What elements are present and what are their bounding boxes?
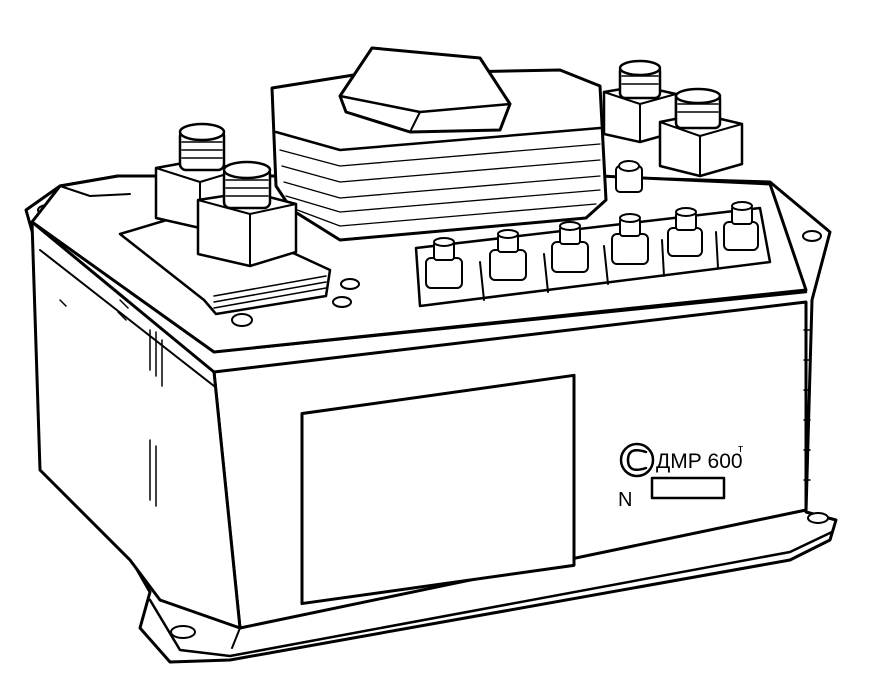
mount-hole-front-right — [807, 512, 829, 524]
terminal-small-4 — [611, 213, 649, 265]
terminal-large-3 — [602, 59, 678, 144]
mount-hole-back-right — [802, 230, 822, 242]
serial-number-field — [650, 476, 726, 500]
nameplate: ДМР 600 т N — [618, 442, 743, 511]
mount-hole-front-left — [170, 625, 196, 639]
terminal-small-6 — [723, 201, 759, 251]
label-window — [300, 373, 576, 606]
terminal-separators — [479, 231, 719, 301]
model-label: ДМР 600 — [656, 450, 743, 473]
coil-cover — [270, 46, 608, 242]
terminal-small-2 — [489, 229, 527, 281]
serial-number-prefix: N — [618, 489, 632, 511]
manufacturer-logo-icon — [619, 442, 655, 478]
terminal-small-0 — [615, 160, 643, 193]
terminal-small-5 — [667, 207, 703, 257]
terminal-large-4 — [658, 87, 744, 178]
model-suffix: т — [738, 443, 743, 455]
terminal-small-3 — [551, 221, 589, 273]
terminal-small-1 — [425, 237, 463, 289]
terminal-large-2 — [196, 160, 298, 268]
